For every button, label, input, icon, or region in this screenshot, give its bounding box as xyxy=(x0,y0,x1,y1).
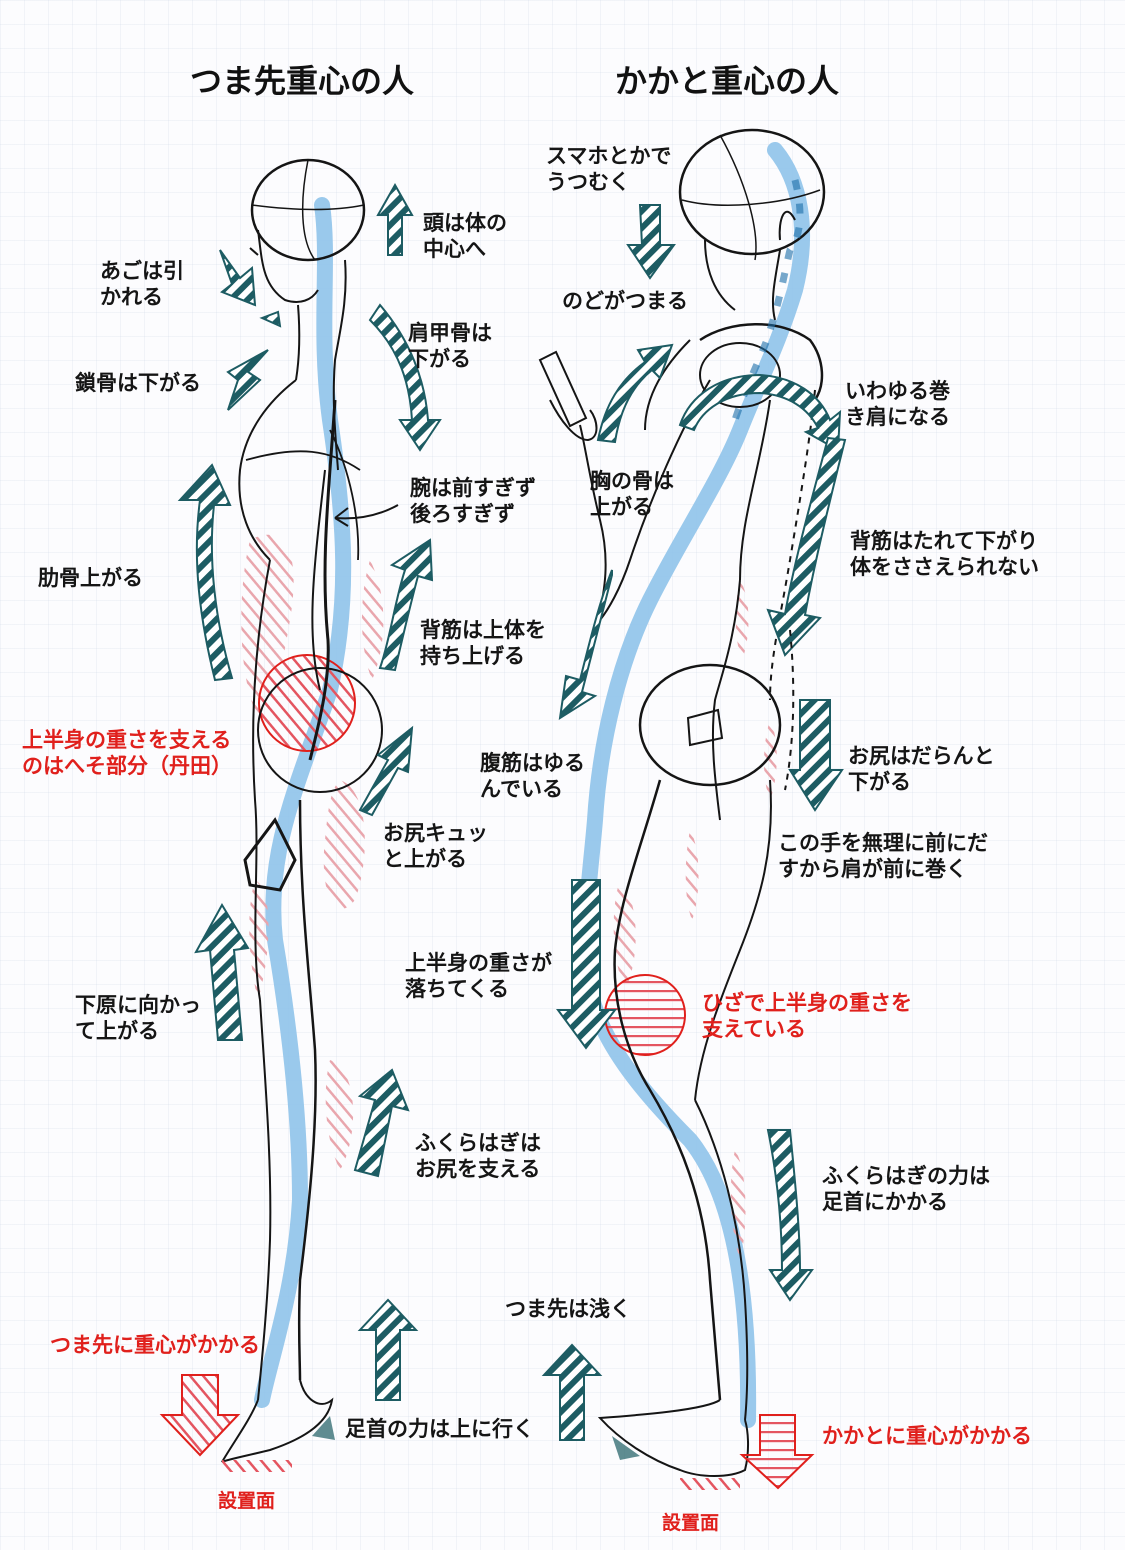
label-ground-left: 設置面 xyxy=(218,1490,276,1512)
arrow-chest xyxy=(596,343,674,444)
right-rear-thigh-hatch xyxy=(685,830,699,920)
label-thigh: 下原に向かっ て上がる xyxy=(75,993,201,1043)
label-head: 頭は体の 中心へ xyxy=(423,211,507,261)
label-abs: 腹筋はゆる んでいる xyxy=(480,751,585,801)
label-ribs: 肋骨上がる xyxy=(38,566,143,590)
right-pelvis-circle xyxy=(638,663,782,787)
label-phone: スマホとかで うつむく xyxy=(546,144,672,194)
arrow-ankle-up xyxy=(357,1298,419,1401)
arrow-buttocks-down xyxy=(788,699,844,812)
right-figure xyxy=(538,128,847,1490)
label-chest-bone: 胸の骨は 上がる xyxy=(590,469,674,519)
left-back-hatch xyxy=(361,560,384,680)
arrow-buttocks xyxy=(358,725,414,817)
left-foot xyxy=(221,1379,334,1463)
label-back-muscle-left: 背筋は上体を 持ち上げる xyxy=(420,618,546,668)
label-calf-left: ふくらはぎは お尻を支える xyxy=(415,1131,541,1181)
right-ground-hatch xyxy=(680,1478,740,1490)
arrow-shoulder-blade xyxy=(368,303,442,452)
label-ankle-force: 足首の力は上に行く xyxy=(345,1417,534,1441)
right-thigh-hatch xyxy=(613,880,636,990)
arrow-rounded-shoulder xyxy=(678,373,842,452)
right-foot xyxy=(597,1399,749,1477)
label-navel-support: 上半身の重さを支える のはへそ部分（丹田） xyxy=(22,728,232,778)
label-buttocks-right: お尻はだらんと 下がる xyxy=(848,744,995,794)
left-pelvis-circle xyxy=(257,667,383,793)
right-knee-red-circle xyxy=(604,974,686,1056)
label-throat: のどがつまる xyxy=(562,289,688,313)
arrow-head-to-center xyxy=(376,182,414,256)
arrow-neck-small xyxy=(259,310,282,328)
title-left: つま先重心の人 xyxy=(190,62,415,100)
left-spine-line xyxy=(254,197,352,1408)
label-jaw: あごは引 かれる xyxy=(100,259,184,309)
arrow-back-sag xyxy=(766,436,847,657)
label-arm: 腕は前すぎず 後ろすぎず xyxy=(410,476,536,526)
left-figure xyxy=(159,158,442,1472)
right-calf-hatch xyxy=(730,1150,746,1260)
label-back-muscle-right: 背筋はたれて下がり 体をささえられない xyxy=(850,529,1039,579)
left-arrows xyxy=(177,182,442,1401)
right-phone xyxy=(538,350,588,428)
label-calf-right: ふくらはぎの力は 足首にかかる xyxy=(822,1164,990,1214)
label-collarbone: 鎖骨は下がる xyxy=(75,371,201,395)
arrow-back-muscle xyxy=(378,538,434,672)
label-shoulder-blade: 肩甲骨は 下がる xyxy=(408,321,492,371)
label-knee-support: ひざで上半身の重さを 支えている xyxy=(702,991,912,1041)
right-head xyxy=(678,128,826,256)
arrow-collarbone xyxy=(226,349,269,411)
arrow-toe-up xyxy=(541,1343,603,1441)
arrow-thigh xyxy=(194,903,250,1041)
arrow-jaw xyxy=(219,249,257,307)
right-heel-weight-arrow xyxy=(739,1414,815,1490)
label-ground-right: 設置面 xyxy=(662,1512,720,1534)
left-ribs-hatch xyxy=(241,534,294,720)
left-toe-weight-arrow xyxy=(159,1374,241,1457)
arrow-ribs xyxy=(177,463,234,682)
arrow-looking-down xyxy=(626,204,676,280)
left-ground-hatch xyxy=(222,1460,292,1472)
label-toe-shallow: つま先は浅く xyxy=(505,1297,631,1321)
left-thigh-hatch xyxy=(249,880,269,1000)
label-buttocks-left: お尻キュッ と上がる xyxy=(383,821,488,871)
left-buttock-hatch xyxy=(323,780,365,910)
left-navel-red-circle xyxy=(258,654,356,752)
right-buttock-hatch xyxy=(764,720,777,800)
arrow-abs xyxy=(558,569,613,720)
label-rounded-shoulder: いわゆる巻 き肩になる xyxy=(845,379,950,429)
label-toe-weight: つま先に重心がかかる xyxy=(50,1333,260,1357)
label-hand: この手を無理に前にだ すから肩が前に巻く xyxy=(778,831,988,881)
arrow-upper-weight xyxy=(556,879,618,1050)
title-right: かかと重心の人 xyxy=(615,62,840,100)
arrow-calf-down xyxy=(766,1129,814,1302)
left-calf-hatch xyxy=(325,1060,354,1170)
label-upper-weight: 上半身の重さが 落ちてくる xyxy=(405,951,552,1001)
right-arrows xyxy=(541,204,847,1441)
right-back-hatch xyxy=(735,580,749,660)
arrow-calf xyxy=(353,1068,410,1178)
label-heel-weight: かかとに重心がかかる xyxy=(822,1424,1032,1448)
